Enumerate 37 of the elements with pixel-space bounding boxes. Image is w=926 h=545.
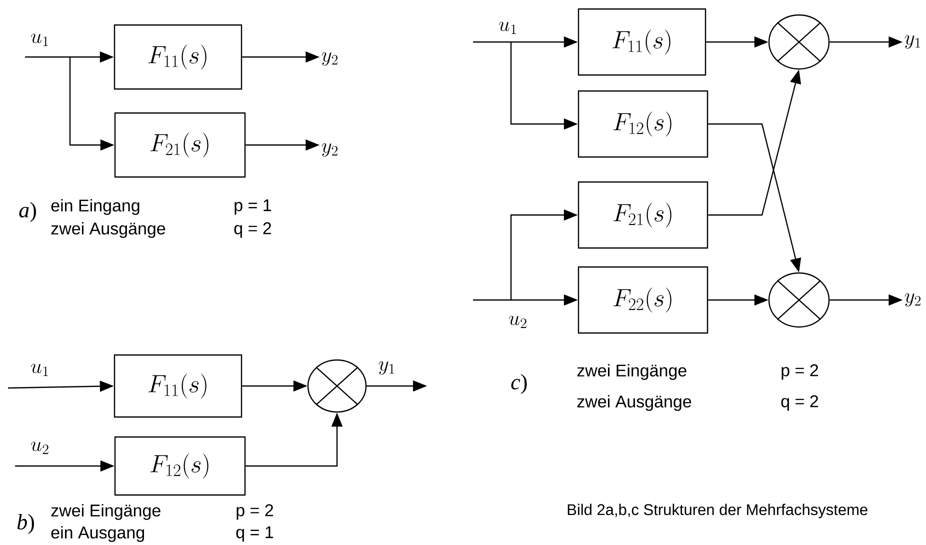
- panel-letter: b): [17, 514, 34, 534]
- signal-label: $u_1$: [31, 34, 48, 46]
- transfer-block: $F_{12}(s)$: [578, 90, 708, 158]
- signal-label: $y_1$: [378, 361, 394, 375]
- transfer-block: $F_{11}(s)$: [114, 354, 242, 418]
- multiplier-symbol: [768, 272, 830, 328]
- signal-label: $u_1$: [31, 364, 48, 376]
- transfer-block: $F_{21}(s)$: [578, 181, 708, 249]
- signal-label: $y_1$: [904, 35, 920, 49]
- description-text: ein Ausgang: [51, 526, 144, 542]
- description-text: q = 2: [781, 395, 818, 411]
- description-text: zwei Eingänge: [577, 364, 686, 380]
- multiplier-symbol: [768, 14, 830, 70]
- signal-label: $u_2$: [509, 316, 526, 328]
- signal-label: $y_2$: [322, 143, 338, 157]
- signal-label: $u_2$: [31, 442, 48, 454]
- transfer-block: $F_{12}(s)$: [114, 436, 246, 496]
- description-text: q = 1: [236, 526, 274, 542]
- signal-label: $u_1$: [499, 22, 516, 34]
- description-text: q = 2: [234, 222, 272, 238]
- panel-letter: c): [511, 374, 527, 394]
- description-text: p = 2: [782, 364, 818, 380]
- transfer-block: $F_{22}(s)$: [578, 266, 708, 334]
- description-text: p = 2: [236, 504, 274, 520]
- multiplier-symbol: [307, 359, 367, 413]
- description-text: zwei Ausgänge: [51, 222, 166, 238]
- description-text: ein Eingang: [51, 199, 140, 215]
- transfer-block: $F_{11}(s)$: [578, 8, 706, 76]
- signal-label: $y_2$: [904, 293, 921, 307]
- description-text: p = 1: [234, 199, 272, 215]
- description-text: zwei Ausgänge: [577, 395, 692, 411]
- caption: Bild 2a,b,c Strukturen der Mehrfachsysteme: [568, 504, 868, 518]
- panel-letter: a): [19, 202, 36, 222]
- description-text: zwei Eingänge: [51, 504, 160, 520]
- transfer-block: $F_{11}(s)$: [114, 24, 242, 90]
- signal-label: $y_2$: [322, 52, 338, 66]
- transfer-block: $F_{21}(s)$: [114, 112, 246, 178]
